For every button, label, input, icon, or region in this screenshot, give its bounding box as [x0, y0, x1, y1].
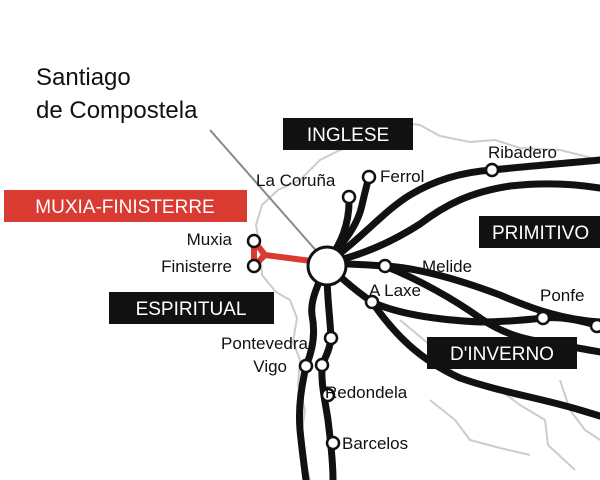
place-label-finisterre: Finisterre — [161, 257, 232, 276]
place-label-melide: Melide — [422, 257, 472, 276]
stop-vigo-inland[interactable] — [314, 357, 330, 373]
route-band-espiritual-label: ESPIRITUAL — [136, 299, 247, 320]
place-label-a-laxe: A Laxe — [369, 281, 421, 300]
route-band-dinverno-label: D'INVERNO — [450, 344, 554, 365]
place-label-muxia: Muxia — [187, 230, 233, 249]
place-label-ferrol: Ferrol — [380, 167, 424, 186]
place-label-la-coruna: La Coruña — [256, 171, 336, 190]
title-line-1: Santiago — [36, 64, 131, 91]
route-band-primitivo-label: PRIMITIVO — [492, 223, 589, 244]
place-label-barcelos: Barcelos — [342, 434, 408, 453]
title-line-2: de Compostela — [36, 97, 198, 124]
route-line-primitivo — [323, 180, 600, 267]
stop-barcelos[interactable] — [325, 435, 341, 451]
route-band-primitivo[interactable]: PRIMITIVO — [479, 216, 600, 248]
place-label-ponferrada: Ponfe — [540, 286, 584, 305]
stop-muxia[interactable] — [246, 233, 262, 249]
stop-redondela[interactable] — [320, 387, 336, 403]
route-band-inglese[interactable]: INGLESE — [283, 118, 413, 150]
route-band-inglese-label: INGLESE — [307, 125, 389, 146]
stop-a-laxe[interactable] — [364, 294, 380, 310]
stop-finisterre[interactable] — [246, 258, 262, 274]
place-label-vigo: Vigo — [253, 357, 287, 376]
route-line-invierno — [323, 259, 600, 330]
route-line-norte — [323, 156, 600, 267]
stop-la-coruna[interactable] — [341, 189, 357, 205]
title-pointer-line — [209, 129, 321, 256]
route-lines — [295, 156, 600, 480]
stop-santiago[interactable] — [306, 245, 348, 287]
stop-ribadeo[interactable] — [484, 162, 500, 178]
stop-ponferrada[interactable] — [535, 310, 551, 326]
route-band-muxia-finisterre-label: MUXIA-FINISTERRE — [35, 197, 214, 218]
route-line-melide-east — [381, 262, 600, 356]
route-band-muxia-finisterre[interactable]: MUXIA-FINISTERRE — [4, 190, 247, 222]
stops — [246, 162, 600, 451]
route-band-dinverno[interactable]: D'INVERNO — [427, 337, 577, 369]
route-band-espiritual[interactable]: ESPIRITUAL — [109, 292, 274, 324]
place-label-pontevedra: Pontevedra — [221, 334, 308, 353]
stop-ponferrada-east[interactable] — [589, 318, 600, 334]
stop-pontevedra[interactable] — [323, 330, 339, 346]
stop-melide[interactable] — [377, 258, 393, 274]
place-label-ribadeo: Ribadero — [488, 143, 557, 162]
stop-ferrol[interactable] — [361, 169, 377, 185]
route-line-sanabres — [368, 298, 600, 420]
place-label-redondela: Redondela — [325, 383, 408, 402]
stop-vigo[interactable] — [298, 358, 314, 374]
